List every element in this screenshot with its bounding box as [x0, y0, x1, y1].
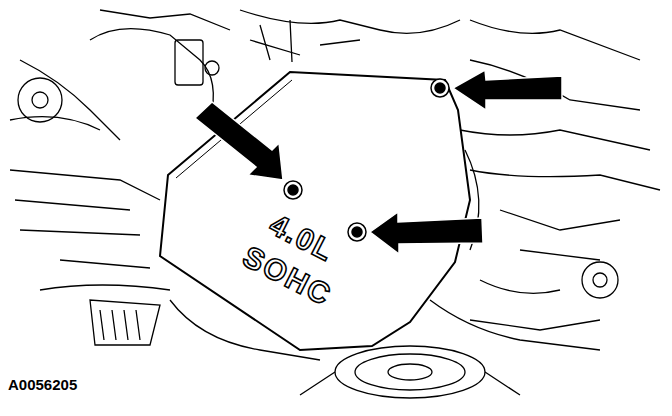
figure-number: A0056205	[8, 377, 77, 392]
